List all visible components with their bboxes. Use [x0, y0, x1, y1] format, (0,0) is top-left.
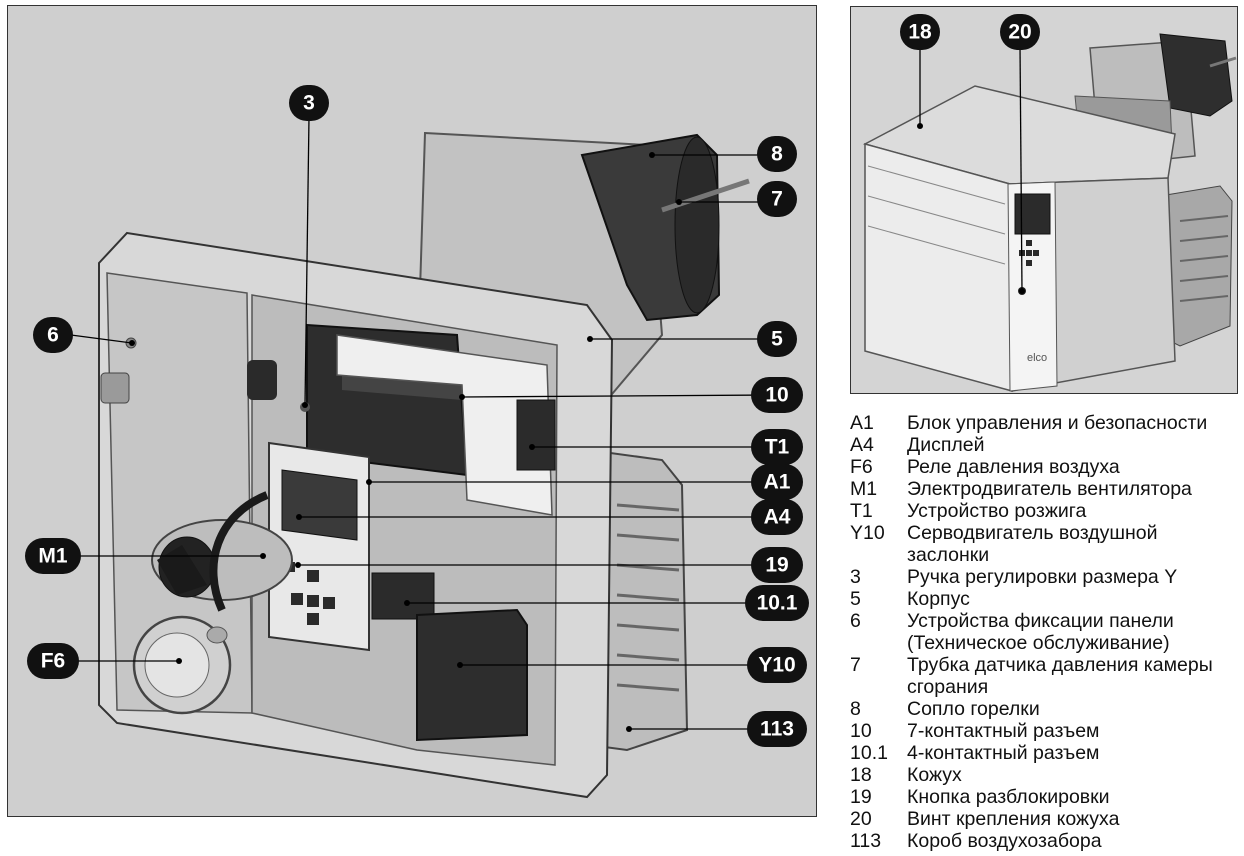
legend-code: 20 [850, 808, 872, 830]
svg-text:6: 6 [47, 324, 59, 347]
legend-code: M1 [850, 478, 878, 500]
legend-item: 113 Короб воздухозабора [850, 830, 1242, 852]
legend-item: 5 Корпус [850, 588, 1242, 610]
callout-F6: F6 [27, 643, 79, 679]
legend-desc: Блок управления и безопасности [907, 412, 1208, 434]
legend-item: F6 Реле давления воздуха [850, 456, 1242, 478]
legend-item: 8 Сопло горелки [850, 698, 1242, 720]
legend-item: 10 7-контактный разъем [850, 720, 1242, 742]
legend-desc: 7-контактный разъем [907, 720, 1100, 742]
legend-desc: Серводвигатель воздушной заслонки [907, 522, 1158, 566]
legend-desc: Сопло горелки [907, 698, 1040, 720]
legend-code: F6 [850, 456, 873, 478]
legend-item: 10.1 4-контактный разъем [850, 742, 1242, 764]
legend-desc: Ручка регулировки размера Y [907, 566, 1178, 588]
legend-code: 5 [850, 588, 861, 610]
legend-item: M1 Электродвигатель вентилятора [850, 478, 1242, 500]
callout-20: 20 [1000, 14, 1040, 50]
legend-desc: Устройство розжига [907, 500, 1087, 522]
callout-10-1: 10.1 [745, 585, 809, 621]
legend-code: 6 [850, 610, 861, 632]
legend-code: 8 [850, 698, 861, 720]
legend: A1 Блок управления и безопасности A4 Диспл… [850, 412, 1242, 852]
legend-item: 3 Ручка регулировки размера Y [850, 566, 1242, 588]
svg-text:T1: T1 [765, 436, 790, 459]
svg-text:5: 5 [771, 328, 783, 351]
legend-item: Y10 Серводвигатель воздушной заслонки [850, 522, 1242, 566]
callout-19: 19 [751, 547, 803, 583]
callout-3: 3 [289, 85, 329, 121]
callout-18: 18 [900, 14, 940, 50]
legend-desc: 4-контактный разъем [907, 742, 1100, 764]
legend-item: 20 Винт крепления кожуха [850, 808, 1242, 830]
svg-text:Y10: Y10 [758, 654, 795, 677]
legend-desc: Электродвигатель вентилятора [907, 478, 1192, 500]
callout-6: 6 [33, 317, 73, 353]
legend-desc: Винт крепления кожуха [907, 808, 1120, 830]
burner-with-cover-illustration: elco 18 20 [850, 6, 1238, 394]
legend-item: 7 Трубка датчика давления камеры сгорания [850, 654, 1242, 698]
callout-5: 5 [757, 321, 797, 357]
callout-T1: T1 [751, 429, 803, 465]
legend-desc: Устройства фиксации панели (Техническое … [907, 610, 1174, 654]
callout-Y10: Y10 [747, 647, 807, 683]
elco-logo: elco [1027, 352, 1047, 364]
legend-code: A4 [850, 434, 874, 456]
svg-text:M1: M1 [38, 545, 67, 568]
svg-text:10.1: 10.1 [757, 592, 798, 615]
legend-item: T1 Устройство розжига [850, 500, 1242, 522]
burner-illustration: 3 8 7 6 5 10 T1 A1 A4 M1 19 10.1 [7, 5, 817, 817]
legend-code: 113 [850, 830, 882, 852]
svg-text:7: 7 [771, 188, 783, 211]
svg-text:18: 18 [908, 21, 932, 44]
callout-10: 10 [751, 377, 803, 413]
callout-M1: M1 [25, 538, 81, 574]
legend-code: 10 [850, 720, 872, 742]
legend-code: A1 [850, 412, 874, 434]
svg-text:8: 8 [771, 143, 783, 166]
legend-desc: Кожух [907, 764, 962, 786]
legend-desc: Кнопка разблокировки [907, 786, 1110, 808]
legend-item: 18 Кожух [850, 764, 1242, 786]
legend-desc: Трубка датчика давления камеры сгорания [907, 654, 1213, 698]
legend-code: 7 [850, 654, 861, 676]
legend-desc: Корпус [907, 588, 970, 610]
legend-desc: Реле давления воздуха [907, 456, 1120, 478]
callout-7: 7 [757, 181, 797, 217]
legend-code: 10.1 [850, 742, 888, 764]
svg-text:20: 20 [1008, 21, 1031, 44]
svg-text:F6: F6 [41, 650, 66, 673]
legend-code: T1 [850, 500, 873, 522]
legend-item: 19 Кнопка разблокировки [850, 786, 1242, 808]
svg-text:A1: A1 [764, 471, 791, 494]
legend-desc: Дисплей [907, 434, 985, 456]
svg-text:113: 113 [760, 718, 794, 741]
legend-item: A1 Блок управления и безопасности [850, 412, 1242, 434]
svg-text:3: 3 [303, 92, 315, 115]
svg-text:10: 10 [765, 384, 788, 407]
legend-code: 19 [850, 786, 872, 808]
callout-113: 113 [747, 711, 807, 747]
legend-item: 6 Устройства фиксации панели (Техническое… [850, 610, 1242, 654]
legend-code: 18 [850, 764, 872, 786]
callout-A4: A4 [751, 499, 803, 535]
svg-text:A4: A4 [764, 506, 791, 529]
legend-item: A4 Дисплей [850, 434, 1242, 456]
legend-desc: Короб воздухозабора [907, 830, 1102, 852]
legend-code: 3 [850, 566, 861, 588]
svg-text:19: 19 [765, 554, 788, 577]
callout-A1: A1 [751, 464, 803, 500]
callout-8: 8 [757, 136, 797, 172]
legend-code: Y10 [850, 522, 885, 544]
